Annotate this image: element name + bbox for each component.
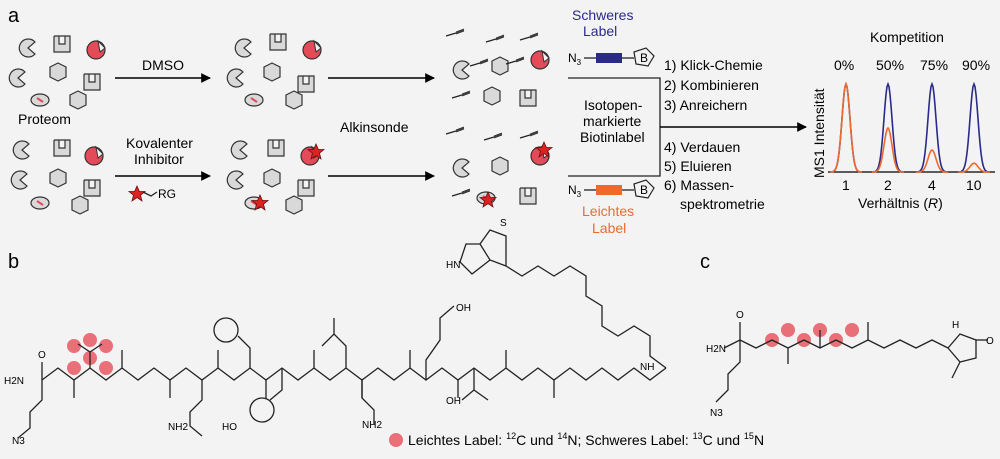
heavy-biotin-icon xyxy=(633,47,655,67)
inhibitor-label-1: Kovalenter xyxy=(126,135,193,151)
atom-nh-linker: NH xyxy=(640,362,654,373)
step-1: 1) Klick-Chemie xyxy=(664,57,763,73)
step-6b: spektrometrie xyxy=(680,196,765,212)
step-6: 6) Massen- xyxy=(664,177,734,193)
atom-nh2-asn: NH2 xyxy=(362,420,382,431)
atom-hn-biotin: HN xyxy=(446,260,460,271)
atom-ho-tyr: HO xyxy=(222,422,237,433)
ratio-tick-label: 4 xyxy=(928,177,936,193)
competition-label: 0% xyxy=(834,57,854,73)
competition-labels: 0% 50% 75% 90% xyxy=(834,57,990,73)
light-n3-label: N3 xyxy=(568,183,582,199)
atom-n3-c: N3 xyxy=(710,408,723,419)
ratio-tick-label: 1 xyxy=(842,177,850,193)
peptide-structure-b xyxy=(17,229,667,439)
light-label-title-2: Label xyxy=(592,220,626,236)
heavy-peak xyxy=(829,81,863,173)
heavy-peak xyxy=(871,81,905,173)
panel-label-b: b xyxy=(8,251,19,273)
light-peak xyxy=(958,162,990,173)
chart-title: Kompetition xyxy=(870,29,944,45)
atom-nh2-gln: NH2 xyxy=(168,422,188,433)
atom-s: S xyxy=(500,218,507,229)
light-tag xyxy=(596,185,622,195)
isotope-label-3: Biotinlabel xyxy=(580,129,645,145)
legend-dot xyxy=(389,433,403,447)
heavy-peak xyxy=(957,81,991,173)
step-4: 4) Verdauen xyxy=(664,139,740,155)
light-peak xyxy=(829,81,863,173)
light-label-title-1: Leichtes xyxy=(582,203,634,219)
heavy-label-title-2: Label xyxy=(583,23,617,39)
isotope-label-1: Isotopen- xyxy=(584,97,643,113)
step-2: 2) Kombinieren xyxy=(664,77,759,93)
inhibitor-star-icon xyxy=(128,185,146,202)
panel-label-c: c xyxy=(700,251,710,273)
dmso-label: DMSO xyxy=(142,57,184,73)
rg-label: RG xyxy=(158,187,176,201)
light-peak xyxy=(916,149,948,173)
competition-label: 75% xyxy=(920,57,948,73)
atom-h-c: H xyxy=(952,320,959,331)
ratio-tick-label: 2 xyxy=(884,177,892,193)
chart-ylabel: MS1 Intensität xyxy=(811,88,827,178)
probe-labeled-top-cluster xyxy=(445,28,550,107)
atom-n3: N3 xyxy=(12,436,25,447)
isotope-legend: Leichtes Label: 12C und 14N; Schweres La… xyxy=(408,431,764,448)
proteome-bottom-cluster xyxy=(10,139,104,215)
light-biotin-icon xyxy=(633,179,655,199)
light-biotin-b: B xyxy=(640,183,648,197)
competition-label: 50% xyxy=(876,57,904,73)
ratio-labels: 1 2 4 10 xyxy=(842,177,982,193)
atom-oh-thr: OH xyxy=(446,396,461,407)
atom-o-c: O xyxy=(736,310,744,321)
step-3: 3) Anreichern xyxy=(664,97,747,113)
heavy-peak xyxy=(915,81,949,173)
probe-labeled-bottom-cluster xyxy=(445,126,553,208)
isotope-label-2: markierte xyxy=(583,113,642,129)
inhibitor-treated-cluster xyxy=(226,139,325,215)
chart-peaks xyxy=(829,81,991,173)
atom-h2n-c: H2N xyxy=(706,344,726,355)
light-peak xyxy=(872,126,904,173)
step-5: 5) Eluieren xyxy=(664,158,732,174)
panel-label-a: a xyxy=(8,5,20,27)
ratio-tick-label: 10 xyxy=(966,177,982,193)
atom-h2n: H2N xyxy=(4,376,24,387)
heavy-label-title-1: Schweres xyxy=(572,7,633,23)
inhibitor-label-2: Inhibitor xyxy=(134,151,184,167)
atom-oh-glu: OH xyxy=(456,303,471,314)
atom-o-1: O xyxy=(38,350,46,361)
proteome-top-cluster xyxy=(8,35,106,110)
atom-o-c2: O xyxy=(986,336,994,347)
heavy-n3-label: N3 xyxy=(568,51,582,67)
alkyne-probe-label: Alkinsonde xyxy=(340,119,409,135)
chart-xlabel: Verhältnis (R) xyxy=(858,195,943,211)
proteome-label: Proteom xyxy=(18,111,71,127)
heavy-tag xyxy=(596,53,622,63)
heavy-biotin-b: B xyxy=(640,51,648,65)
dmso-treated-cluster xyxy=(226,33,322,110)
small-label-structure-c xyxy=(715,322,988,403)
competition-label: 90% xyxy=(962,57,990,73)
